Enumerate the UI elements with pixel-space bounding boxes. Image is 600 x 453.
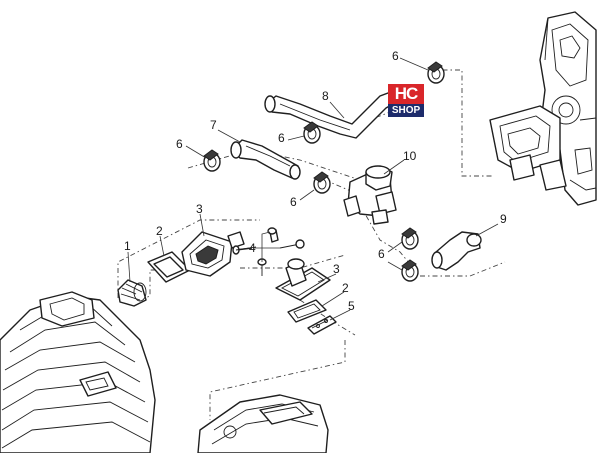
part-1-filter xyxy=(117,279,147,307)
callout-8: 8 xyxy=(322,89,329,103)
part-6-clamp-e xyxy=(401,227,419,250)
callout-3-lower: 3 xyxy=(333,262,340,276)
engine-frame-right xyxy=(489,11,597,206)
part-6-clamp-a xyxy=(427,61,445,84)
callout-2-lower: 2 xyxy=(342,281,349,295)
logo-top-text: HC xyxy=(388,84,424,104)
callout-6-right: 6 xyxy=(378,247,385,261)
engine-cylinder xyxy=(0,291,156,453)
callout-1: 1 xyxy=(124,239,131,253)
part-6-clamp-c xyxy=(203,149,221,172)
part-9-hose xyxy=(431,231,482,271)
part-6-clamp-f xyxy=(401,259,419,282)
callout-9: 9 xyxy=(500,212,507,226)
callout-5: 5 xyxy=(348,299,355,313)
callout-6-middle: 6 xyxy=(278,131,285,145)
callout-3-upper: 3 xyxy=(196,202,203,216)
callout-7: 7 xyxy=(210,118,217,132)
callout-6-left: 6 xyxy=(176,137,183,151)
part-5-plate xyxy=(307,315,337,335)
part-10-valve xyxy=(343,165,397,225)
leader-lines xyxy=(127,57,499,321)
part-6-clamp-d xyxy=(313,171,331,194)
callout-2-upper: 2 xyxy=(156,224,163,238)
part-6-clamp-b xyxy=(303,121,321,144)
callout-10: 10 xyxy=(403,149,417,163)
hcshop-logo: HC SHOP xyxy=(388,84,424,118)
part-2-gasket-lower xyxy=(287,299,327,323)
part-8-hose xyxy=(264,89,401,139)
part-3-housing xyxy=(181,231,245,277)
part-3-housing-lower xyxy=(275,258,331,301)
logo-bottom-text: SHOP xyxy=(388,104,424,117)
callout-4: 4 xyxy=(249,241,256,255)
callout-6-top: 6 xyxy=(392,49,399,63)
part-7-hose xyxy=(230,139,301,180)
callout-6-lower: 6 xyxy=(290,195,297,209)
cylinder-head xyxy=(197,394,329,453)
